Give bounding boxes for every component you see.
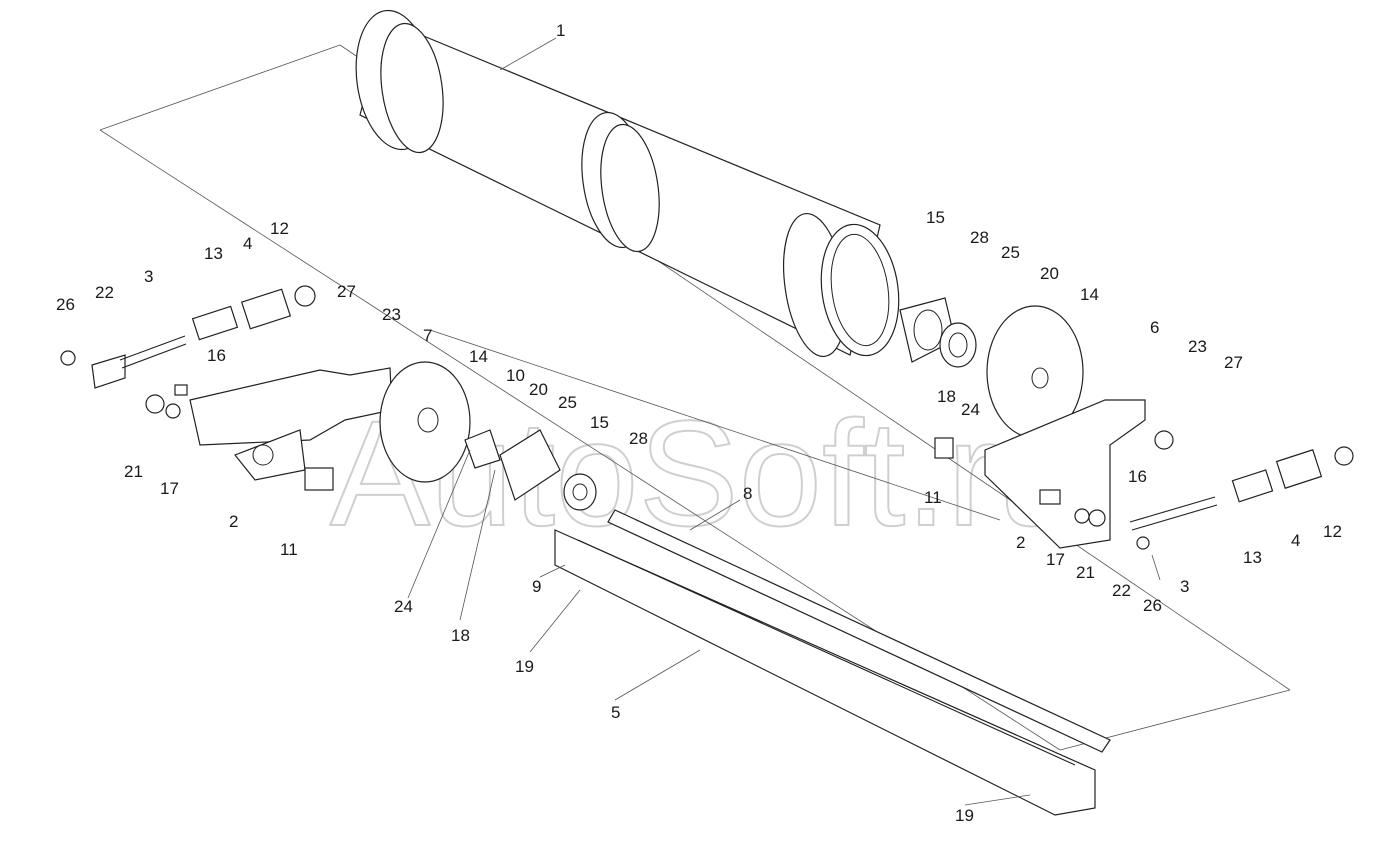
plate-part-3-left	[91, 354, 126, 389]
callout-11: 11	[280, 540, 298, 559]
callout-24-left: 24	[394, 597, 413, 616]
callout-17-right: 17	[1046, 550, 1065, 569]
nut-part-21-left	[145, 394, 165, 414]
callout-13: 13	[204, 244, 223, 263]
callout-21-right: 21	[1076, 563, 1095, 582]
arm-part-2-right	[1039, 489, 1061, 505]
callout-labels: 1 15 28 25 20 14 18 24 6 23 27 13 4 12 3…	[56, 21, 1342, 825]
nut-part-23-right	[1154, 430, 1174, 450]
bolt-part-16-left	[174, 384, 188, 396]
spring-part-13-left	[191, 305, 239, 341]
callout-17: 17	[160, 479, 179, 498]
bracket-part-6	[984, 399, 1146, 549]
callout-27-left: 27	[337, 282, 356, 301]
shaft-part-8	[607, 509, 1111, 753]
callout-8: 8	[743, 484, 752, 503]
callout-18: 18	[937, 387, 956, 406]
callout-4: 4	[243, 234, 252, 253]
callout-6: 6	[1150, 318, 1159, 337]
callout-16-right: 16	[1128, 467, 1147, 486]
callout-27: 27	[1224, 353, 1243, 372]
sleeve-part-10	[464, 429, 501, 469]
callout-28: 28	[970, 228, 989, 247]
nut-part-12-left	[294, 285, 316, 307]
callout-28-left: 28	[629, 429, 648, 448]
nut-part-22-right	[1136, 536, 1150, 550]
callout-15: 15	[926, 208, 945, 227]
callout-16: 16	[207, 346, 226, 365]
callout-9: 9	[532, 577, 541, 596]
callout-20-left: 20	[529, 380, 548, 399]
callout-25: 25	[1001, 243, 1020, 262]
callout-19-right: 19	[955, 806, 974, 825]
callout-13-right: 13	[1243, 548, 1262, 567]
callout-26-right: 26	[1143, 596, 1162, 615]
callout-1: 1	[556, 21, 565, 40]
callout-14-left: 14	[469, 347, 488, 366]
callout-24: 24	[961, 400, 980, 419]
flange-part-15-left	[499, 429, 561, 501]
callout-22: 22	[95, 283, 114, 302]
callout-10: 10	[506, 366, 525, 385]
callout-3: 3	[144, 267, 153, 286]
sleeve-part-4-right	[1275, 449, 1323, 489]
spring-part-13-right	[1231, 469, 1274, 503]
frame-part-5	[554, 529, 1096, 816]
callout-3-right: 3	[1180, 577, 1189, 596]
callout-12-right: 12	[1323, 522, 1342, 541]
nut-part-12-right	[1334, 446, 1354, 466]
callout-12: 12	[270, 219, 289, 238]
callout-14: 14	[1080, 285, 1099, 304]
callout-2: 2	[229, 512, 238, 531]
callout-11-right: 11	[924, 488, 942, 507]
callout-23: 23	[1188, 337, 1207, 356]
callout-4-right: 4	[1291, 531, 1300, 550]
pin-part-11-left	[304, 467, 334, 491]
callout-7: 7	[423, 326, 432, 345]
callout-26: 26	[56, 295, 75, 314]
pin-part-11-right	[934, 437, 954, 459]
callout-23-left: 23	[382, 305, 401, 324]
leader-lines	[407, 37, 1161, 806]
callout-25-left: 25	[558, 393, 577, 412]
callout-18-left: 18	[451, 626, 470, 645]
callout-20: 20	[1040, 264, 1059, 283]
callout-5: 5	[611, 703, 620, 722]
sleeve-part-4-left	[240, 288, 292, 330]
callout-2-right: 2	[1016, 533, 1025, 552]
washer-part-17-left	[165, 403, 181, 419]
washer-part-17-right	[1074, 508, 1090, 524]
callout-22-right: 22	[1112, 581, 1131, 600]
nut-part-21-right	[1088, 509, 1106, 527]
drum-part-1	[355, 9, 900, 358]
callout-19: 19	[515, 657, 534, 676]
callout-15-left: 15	[590, 413, 609, 432]
callout-21: 21	[124, 462, 143, 481]
nut-part-22-left	[60, 350, 76, 366]
